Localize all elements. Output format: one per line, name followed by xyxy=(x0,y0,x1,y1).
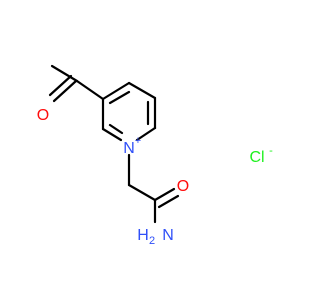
bond-carbonyl-oxygen-2 xyxy=(48,74,73,97)
bond-carbonyl-ring xyxy=(75,79,105,101)
bond-carbonyl-oxygen-1 xyxy=(52,79,78,103)
bond-ring-c6-n xyxy=(135,126,157,142)
amide-nitrogen-label: N xyxy=(162,227,174,244)
bond-ring-inner-n-c2 xyxy=(108,123,124,135)
chloride-label: Cl xyxy=(249,149,264,166)
bond-ring-c3-c4 xyxy=(101,81,131,101)
bond-lines xyxy=(48,64,180,224)
amide-hydrogen-count: 2 xyxy=(149,235,155,247)
bond-amide-oxygen-2 xyxy=(157,194,180,209)
bond-ring-c4-c5 xyxy=(127,81,157,100)
molecule-structure-diagram: O N + O H 2 N Cl - xyxy=(37,64,273,247)
atom-labels: O N + O H 2 N Cl - xyxy=(37,107,273,247)
amide-hydrogen-label: H xyxy=(137,227,149,244)
bond-amide-oxygen-1 xyxy=(153,187,176,202)
amide-oxygen-label: O xyxy=(177,178,189,195)
chloride-charge: - xyxy=(269,145,273,157)
bond-methyl-carbonyl xyxy=(50,64,79,83)
bond-ring-inner-c3-c4 xyxy=(108,90,131,105)
ring-nitrogen-charge: + xyxy=(135,135,141,147)
bond-methylene-amide xyxy=(127,183,157,202)
carbonyl-oxygen-label: O xyxy=(37,107,49,124)
ring-nitrogen-label: N xyxy=(123,140,135,157)
bond-ring-n-c2 xyxy=(101,127,123,142)
